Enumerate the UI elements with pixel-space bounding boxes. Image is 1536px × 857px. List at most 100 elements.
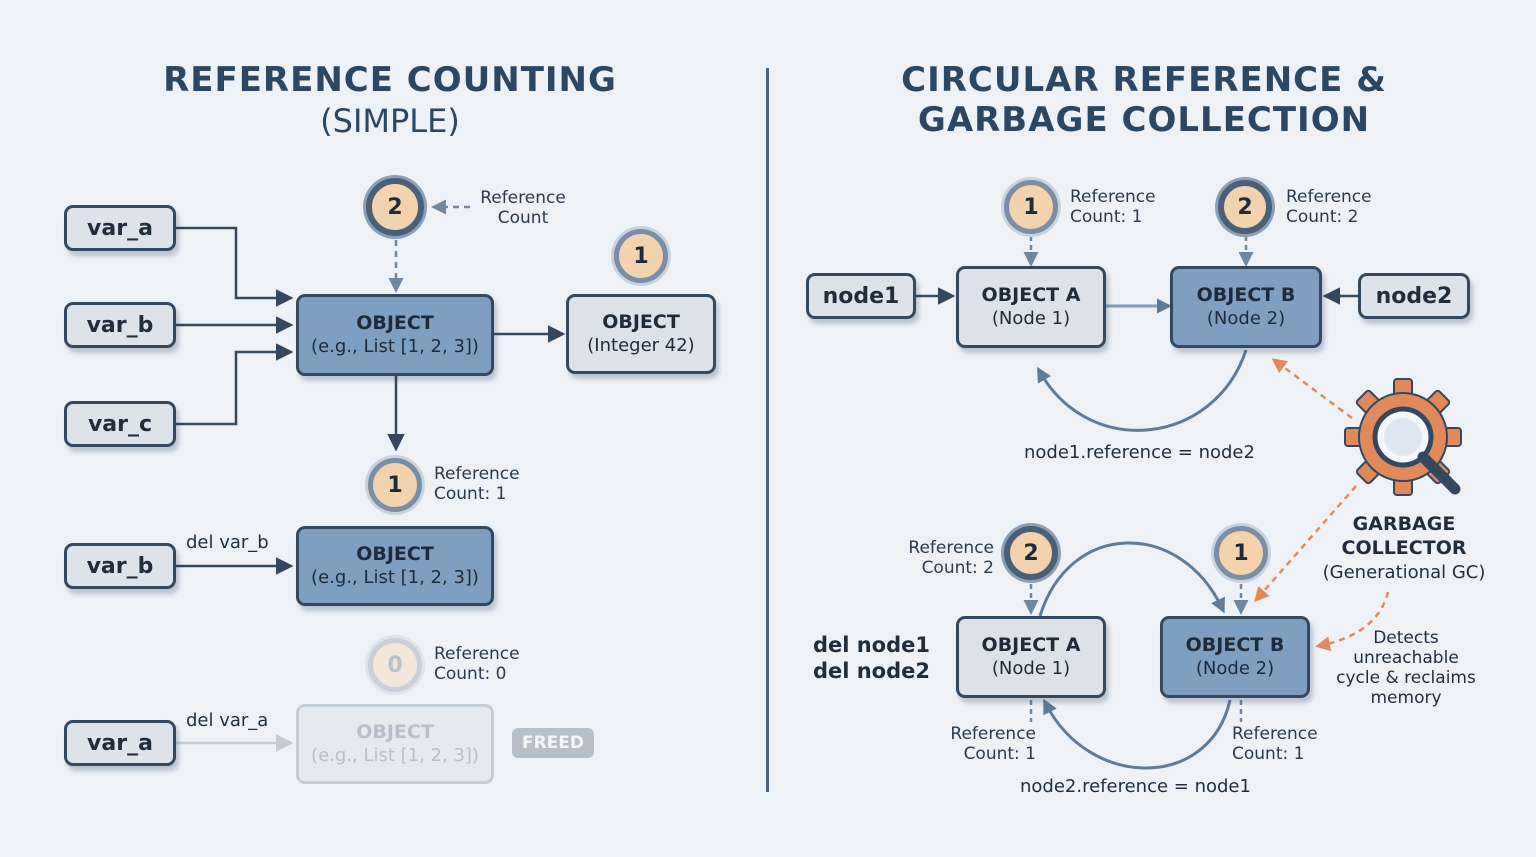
- count-badge-a-bottom: 2: [1004, 526, 1058, 580]
- gear-magnifier-icon: [1344, 378, 1462, 496]
- cycle-arc-top: [1037, 349, 1248, 432]
- link-var-a-object: [176, 226, 294, 307]
- panel-divider: [766, 68, 769, 792]
- del-node1-label: del node1: [812, 633, 930, 657]
- object-a-top-title: OBJECT A: [981, 284, 1081, 306]
- gc-title: GARBAGE COLLECTOR: [1318, 512, 1490, 560]
- var-c-box[interactable]: var_c: [64, 401, 176, 447]
- count-label-a-top-line1: Reference: [1070, 187, 1156, 207]
- gc-title-line1: GARBAGE: [1352, 513, 1456, 535]
- object-a-top-sub: (Node 1): [991, 308, 1071, 329]
- count-badge-step2: 1: [368, 458, 422, 512]
- count-label-step3: Reference Count: 0: [434, 644, 554, 684]
- count-label-b-bottom-line1: Reference: [1232, 724, 1318, 744]
- gc-detect-note: Detects unreachable cycle & reclaims mem…: [1320, 628, 1492, 708]
- count-label-b-top-line2: Count: 2: [1286, 207, 1359, 227]
- node2-box[interactable]: node2: [1358, 273, 1470, 319]
- count-label-b-top: Reference Count: 2: [1286, 187, 1406, 227]
- cycle-label-top: node1.reference = node2: [1024, 442, 1255, 463]
- object-a-bottom-sub: (Node 1): [991, 658, 1071, 679]
- count-label-step3-line1: Reference: [434, 644, 520, 664]
- var-c-label: var_c: [87, 411, 153, 437]
- node2-label: node2: [1375, 283, 1453, 309]
- object-list-sub: (e.g., List [1, 2, 3]): [311, 336, 479, 357]
- object-freed-sub: (e.g., List [1, 2, 3]): [311, 745, 479, 766]
- right-title-line1: CIRCULAR REFERENCE &: [901, 60, 1387, 100]
- object-integer-box[interactable]: OBJECT (Integer 42): [566, 294, 716, 374]
- count-label-a-bottom-top-line2: Count: 2: [921, 558, 994, 578]
- gc-link-bottom: [1254, 485, 1357, 603]
- object-b-bottom-box[interactable]: OBJECT B (Node 2): [1160, 616, 1310, 698]
- count-label-b-bottom-line2: Count: 1: [1232, 744, 1305, 764]
- gc-detect-line1: Detects: [1373, 628, 1439, 648]
- var-a-step3-label: var_a: [87, 730, 153, 756]
- var-b-step2-label: var_b: [86, 553, 154, 579]
- cycle-arc-upper: [1038, 541, 1225, 617]
- var-a-box[interactable]: var_a: [64, 205, 176, 251]
- del-nodes-label: del node1 del node2: [780, 632, 930, 684]
- count-label-step3-line2: Count: 0: [434, 664, 507, 684]
- count-label-main-line2: Count: [497, 208, 549, 228]
- object-b-top-title: OBJECT B: [1196, 284, 1296, 306]
- var-b-step2-box[interactable]: var_b: [64, 543, 176, 589]
- object-a-bottom-box[interactable]: OBJECT A (Node 1): [956, 616, 1106, 698]
- count-badge-step3: 0: [368, 638, 422, 692]
- count-label-a-bottom-line2: Count: 1: [963, 744, 1036, 764]
- gc-detect-line4: memory: [1370, 688, 1442, 708]
- count-label-b-bottom: Reference Count: 1: [1232, 724, 1352, 764]
- count-label-b-top-line1: Reference: [1286, 187, 1372, 207]
- node1-box[interactable]: node1: [806, 273, 916, 319]
- left-title: REFERENCE COUNTING: [163, 60, 617, 100]
- cycle-arc-lower: [1043, 698, 1232, 770]
- del-node2-label: del node2: [812, 659, 930, 683]
- cycle-label-bottom: node2.reference = node1: [1020, 776, 1251, 797]
- object-list-title: OBJECT: [356, 312, 434, 334]
- object-step2-title: OBJECT: [356, 543, 434, 565]
- count-label-main: Reference Count: [470, 188, 576, 228]
- var-a-label: var_a: [87, 215, 153, 241]
- del-var-a-label: del var_a: [186, 710, 269, 731]
- count-label-step2-line2: Count: 1: [434, 484, 507, 504]
- gc-link-detect: [1315, 591, 1390, 652]
- var-a-step3-box[interactable]: var_a: [64, 720, 176, 766]
- gc-subtitle: (Generational GC): [1322, 562, 1486, 583]
- count-badge-a-top: 1: [1004, 180, 1058, 234]
- object-list-box[interactable]: OBJECT (e.g., List [1, 2, 3]): [296, 294, 494, 376]
- object-b-bottom-title: OBJECT B: [1185, 634, 1285, 656]
- gc-link-top: [1271, 358, 1353, 420]
- object-b-top-sub: (Node 2): [1206, 308, 1286, 329]
- count-label-a-top: Reference Count: 1: [1070, 187, 1190, 227]
- count-label-step2: Reference Count: 1: [434, 464, 554, 504]
- object-freed-title: OBJECT: [356, 721, 434, 743]
- object-a-bottom-title: OBJECT A: [981, 634, 1081, 656]
- object-freed-box: OBJECT (e.g., List [1, 2, 3]): [296, 704, 494, 784]
- object-step2-box[interactable]: OBJECT (e.g., List [1, 2, 3]): [296, 526, 494, 606]
- object-a-top-box[interactable]: OBJECT A (Node 1): [956, 266, 1106, 348]
- del-var-b-label: del var_b: [186, 532, 269, 553]
- count-label-step2-line1: Reference: [434, 464, 520, 484]
- object-b-top-box[interactable]: OBJECT B (Node 2): [1170, 266, 1322, 348]
- object-step2-sub: (e.g., List [1, 2, 3]): [311, 567, 479, 588]
- gc-title-line2: COLLECTOR: [1341, 537, 1467, 559]
- count-badge-main: 2: [366, 178, 424, 236]
- count-badge-b-top: 2: [1218, 180, 1272, 234]
- count-badge-b-bottom: 1: [1214, 526, 1268, 580]
- count-badge-integer: 1: [614, 229, 668, 283]
- count-label-a-bottom-line1: Reference: [950, 724, 1036, 744]
- object-b-bottom-sub: (Node 2): [1195, 658, 1275, 679]
- var-b-box[interactable]: var_b: [64, 302, 176, 348]
- left-subtitle: (SIMPLE): [320, 102, 460, 140]
- object-integer-title: OBJECT: [602, 311, 680, 333]
- var-b-label: var_b: [86, 312, 154, 338]
- count-label-a-bottom-top: Reference Count: 2: [874, 538, 994, 578]
- count-label-a-bottom: Reference Count: 1: [916, 724, 1036, 764]
- count-label-a-bottom-top-line1: Reference: [908, 538, 994, 558]
- gc-detect-line2: unreachable: [1353, 648, 1459, 668]
- freed-badge: FREED: [512, 728, 594, 758]
- count-label-a-top-line2: Count: 1: [1070, 207, 1143, 227]
- node1-label: node1: [822, 283, 900, 309]
- count-label-main-line1: Reference: [480, 188, 566, 208]
- link-var-c-object: [176, 343, 294, 426]
- right-title-line2: GARBAGE COLLECTION: [917, 100, 1371, 140]
